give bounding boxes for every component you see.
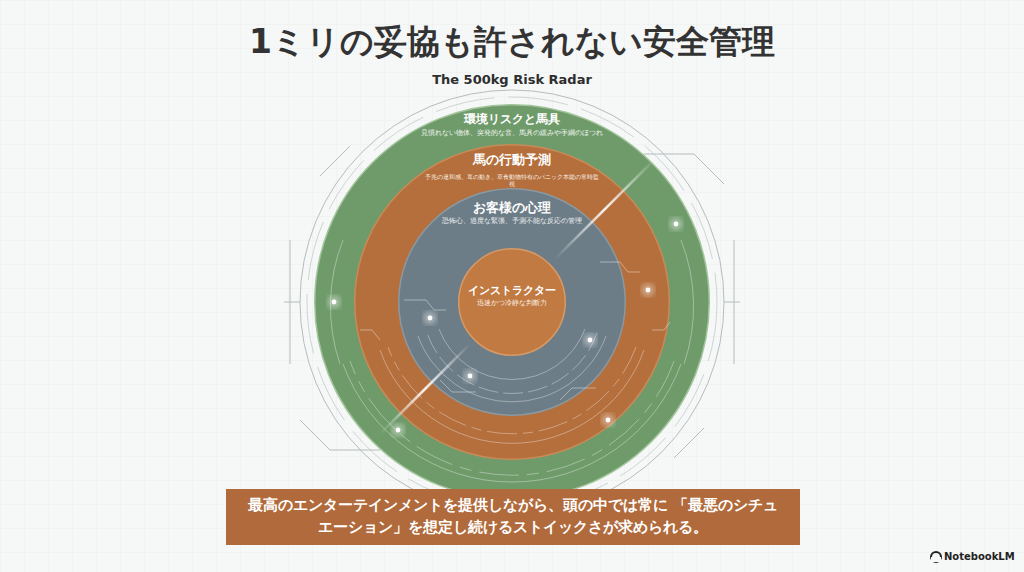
decoration — [392, 424, 404, 436]
decoration — [350, 361, 674, 475]
decoration — [404, 300, 446, 310]
decoration — [464, 370, 476, 382]
behavior-ring: 馬の行動予測予兆の違和感、耳の動き、草食動物特有のパニック本能の常時監視お客様の… — [354, 144, 670, 460]
decoration — [440, 380, 476, 392]
decoration — [606, 418, 611, 423]
watermark: NotebookLM — [944, 551, 1016, 563]
decoration — [388, 347, 636, 434]
decoration — [588, 338, 593, 343]
ring-fill — [315, 105, 710, 500]
circuit-arcs — [330, 240, 693, 482]
decoration — [468, 374, 473, 379]
ring-heading: 環境リスクと馬具 — [460, 112, 563, 127]
decoration — [670, 218, 682, 230]
banner-text: 最高のエンターテインメントを提供しながら、頭の中では常に 「最悪のシチュエーショ… — [242, 495, 784, 539]
decoration — [642, 284, 654, 296]
decoration — [320, 146, 350, 176]
decoration — [681, 240, 694, 364]
decoration — [328, 296, 340, 308]
decoration — [670, 218, 682, 230]
ring-description: 迅速かつ冷静な判断力 — [462, 300, 562, 308]
decoration — [380, 350, 644, 443]
decoration — [392, 424, 404, 436]
circuit-traces — [360, 262, 670, 400]
decoration — [931, 552, 941, 562]
decoration — [418, 336, 606, 402]
decoration — [652, 322, 670, 330]
ring-fill — [399, 189, 626, 416]
decoration — [439, 329, 585, 380]
decoration — [674, 428, 704, 458]
decoration — [427, 333, 597, 393]
decoration — [332, 300, 337, 305]
decoration — [396, 428, 401, 433]
decoration — [343, 364, 681, 482]
ring-description: 予兆の違和感、耳の動き、草食動物特有のパニック本能の常時監視 — [423, 174, 600, 188]
ring-description: 恐怖心、過度な緊張、予測不能な反応の管理 — [439, 218, 585, 226]
decoration — [602, 414, 614, 426]
instructor-core: インストラクター迅速かつ冷静な判断力 — [458, 248, 566, 356]
glare-line — [380, 344, 470, 434]
decoration — [328, 296, 340, 308]
ring-fill — [459, 249, 566, 356]
ring-heading: お客様の心理 — [465, 200, 559, 215]
logo-icon — [931, 552, 941, 562]
decoration — [284, 240, 300, 364]
outer-radar-ring — [300, 90, 724, 514]
decoration — [584, 334, 596, 346]
decoration — [584, 334, 596, 346]
ring-heading: インストラクター — [465, 284, 559, 297]
decoration — [560, 388, 596, 400]
decoration — [600, 262, 640, 272]
decoration — [424, 312, 436, 324]
decoration — [428, 316, 433, 321]
decoration — [464, 370, 476, 382]
decoration — [931, 557, 941, 562]
environment-ring: 環境リスクと馬具見慣れない物体、突発的な音、馬具の緩みや手綱のほつれ馬の行動予測… — [314, 104, 710, 500]
decoration — [602, 414, 614, 426]
chart-subtitle: The 500kg Risk Radar — [0, 72, 1024, 88]
decoration — [360, 330, 380, 340]
decoration — [642, 284, 654, 296]
glow-dots — [328, 218, 682, 436]
ring-description: 見慣れない物体、突発的な音、馬具の緩みや手綱のほつれ — [418, 130, 606, 138]
decoration — [424, 312, 436, 324]
ring-fill — [355, 145, 670, 460]
decoration — [330, 240, 343, 364]
psychology-ring: お客様の心理恐怖心、過度な緊張、予測不能な反応の管理インストラクター迅速かつ冷静… — [398, 188, 626, 416]
ring-heading: 馬の行動予測 — [466, 152, 557, 167]
decoration — [724, 240, 740, 364]
slide-title: 1ミリの妥協も許されない安全管理 — [0, 22, 1024, 62]
decoration — [674, 222, 679, 227]
glare-line — [555, 159, 655, 259]
summary-banner: 最高のエンターテインメントを提供しながら、頭の中では常に 「最悪のシチュエーショ… — [226, 489, 800, 545]
decoration — [646, 288, 651, 293]
outer-radar-ring-dash — [307, 97, 717, 507]
